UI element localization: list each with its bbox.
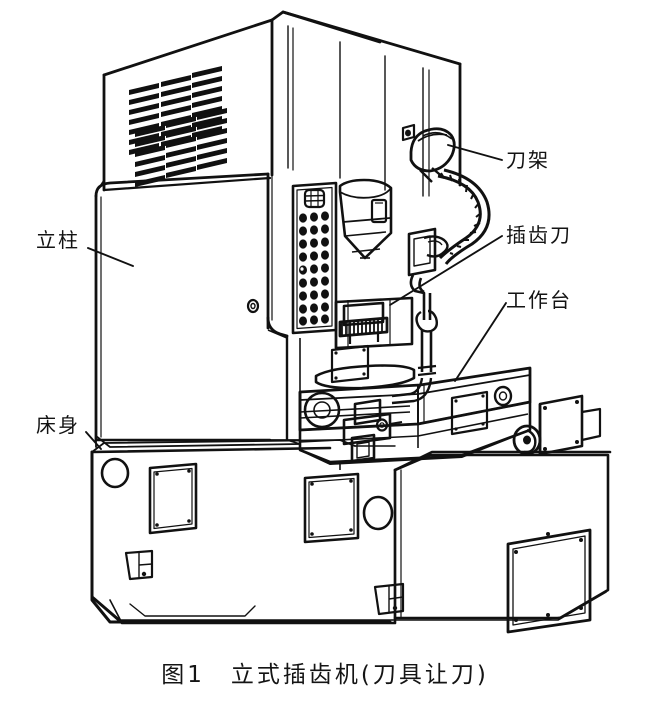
cutter-spindle-stub bbox=[348, 334, 380, 344]
control-panel-display bbox=[303, 188, 326, 209]
table-handwheel-left[interactable] bbox=[303, 391, 341, 429]
callout-label-worktable: 工作台 bbox=[506, 288, 572, 312]
figure-caption-title: 立式插齿机(刀具让刀) bbox=[230, 662, 489, 688]
figure-caption-number: 图1 bbox=[161, 662, 205, 688]
control-panel-buttons[interactable] bbox=[299, 211, 329, 326]
control-panel-button-highlight bbox=[300, 267, 304, 271]
coolant-hose-ribs bbox=[440, 172, 482, 255]
worktable-upper-panel bbox=[330, 344, 370, 384]
bed-access-panel-mid bbox=[303, 472, 360, 544]
leader-toolhead bbox=[447, 144, 503, 161]
column-right-wall bbox=[267, 329, 301, 445]
work-table-slide bbox=[298, 364, 532, 464]
bed-latch-right bbox=[373, 582, 405, 616]
table-carriage-clamp bbox=[342, 398, 403, 463]
table-right-support bbox=[538, 394, 602, 456]
bed-access-panel-right bbox=[506, 528, 592, 634]
spindle-housing bbox=[338, 178, 393, 260]
callout-label-toolhead: 刀架 bbox=[506, 148, 550, 172]
leader-column bbox=[87, 247, 134, 267]
bed-latch-left bbox=[124, 549, 154, 581]
callout-leader-lines bbox=[85, 144, 507, 450]
bed-access-panel-left bbox=[148, 462, 198, 535]
vent-louver-grid bbox=[129, 66, 227, 187]
worktable-side-panel bbox=[450, 385, 513, 436]
callout-label-column: 立柱 bbox=[36, 228, 80, 252]
gear-shaper-cutter bbox=[338, 301, 389, 338]
coolant-nozzle-block bbox=[407, 227, 449, 277]
figure-caption: 图1 立式插齿机(刀具让刀) bbox=[0, 655, 650, 689]
gear-shaper-cutter-teeth bbox=[341, 318, 383, 335]
machine-column-body bbox=[94, 10, 462, 448]
coolant-hose bbox=[437, 168, 491, 265]
leader-bed bbox=[85, 431, 102, 450]
callout-label-bed: 床身 bbox=[36, 413, 80, 437]
table-front-skirt bbox=[299, 429, 531, 470]
bed-port-left bbox=[100, 457, 130, 489]
bed-port-right bbox=[362, 495, 394, 531]
leader-worktable bbox=[454, 302, 507, 382]
callout-label-cutter: 插齿刀 bbox=[506, 223, 572, 247]
tool-holder-assembly bbox=[401, 123, 456, 183]
leader-cutter bbox=[389, 235, 503, 306]
